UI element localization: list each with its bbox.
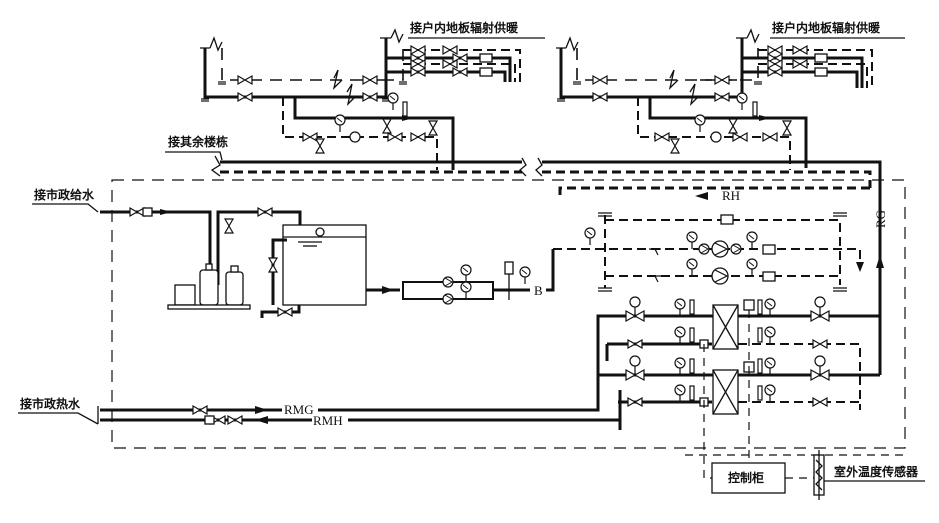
label-municipal-water-supply: 接市政给水 [34, 187, 95, 202]
label-household-floor-heating-right: 接户内地板辐射供暖 [772, 20, 881, 35]
plant-room-boundary [111, 179, 906, 449]
municipal-heat-pipes: RMG RMH [192, 402, 348, 428]
control-wiring [685, 310, 905, 479]
building-left-risers [200, 28, 521, 170]
control-cabinet-label: 控制柜 [728, 470, 764, 485]
svg-text:RMG: RMG [284, 402, 314, 417]
main-distribution-pipes [210, 155, 882, 375]
svg-text:RG: RG [873, 210, 888, 228]
makeup-water-system: B [100, 207, 555, 318]
svg-text:RH: RH [722, 188, 740, 203]
control-cabinet [711, 462, 786, 494]
outdoor-temp-sensor-label: 室外温度传感器 [834, 464, 919, 479]
pipe-code-rh: RH [695, 188, 740, 203]
heat-exchangers [100, 296, 880, 430]
temperature-sensor-icon [813, 450, 925, 500]
circulation-pumps [553, 212, 864, 292]
label-other-buildings: 接其余楼栋 [168, 134, 228, 149]
svg-text:B: B [534, 283, 543, 298]
svg-text:RMH: RMH [313, 413, 343, 428]
pipe-code-rg: RG [873, 210, 888, 268]
label-municipal-heat-water: 接市政热水 [20, 396, 81, 411]
building-right-risers [556, 28, 873, 170]
label-household-floor-heating-left: 接户内地板辐射供暖 [410, 20, 519, 35]
water-tank-icon [282, 224, 367, 306]
